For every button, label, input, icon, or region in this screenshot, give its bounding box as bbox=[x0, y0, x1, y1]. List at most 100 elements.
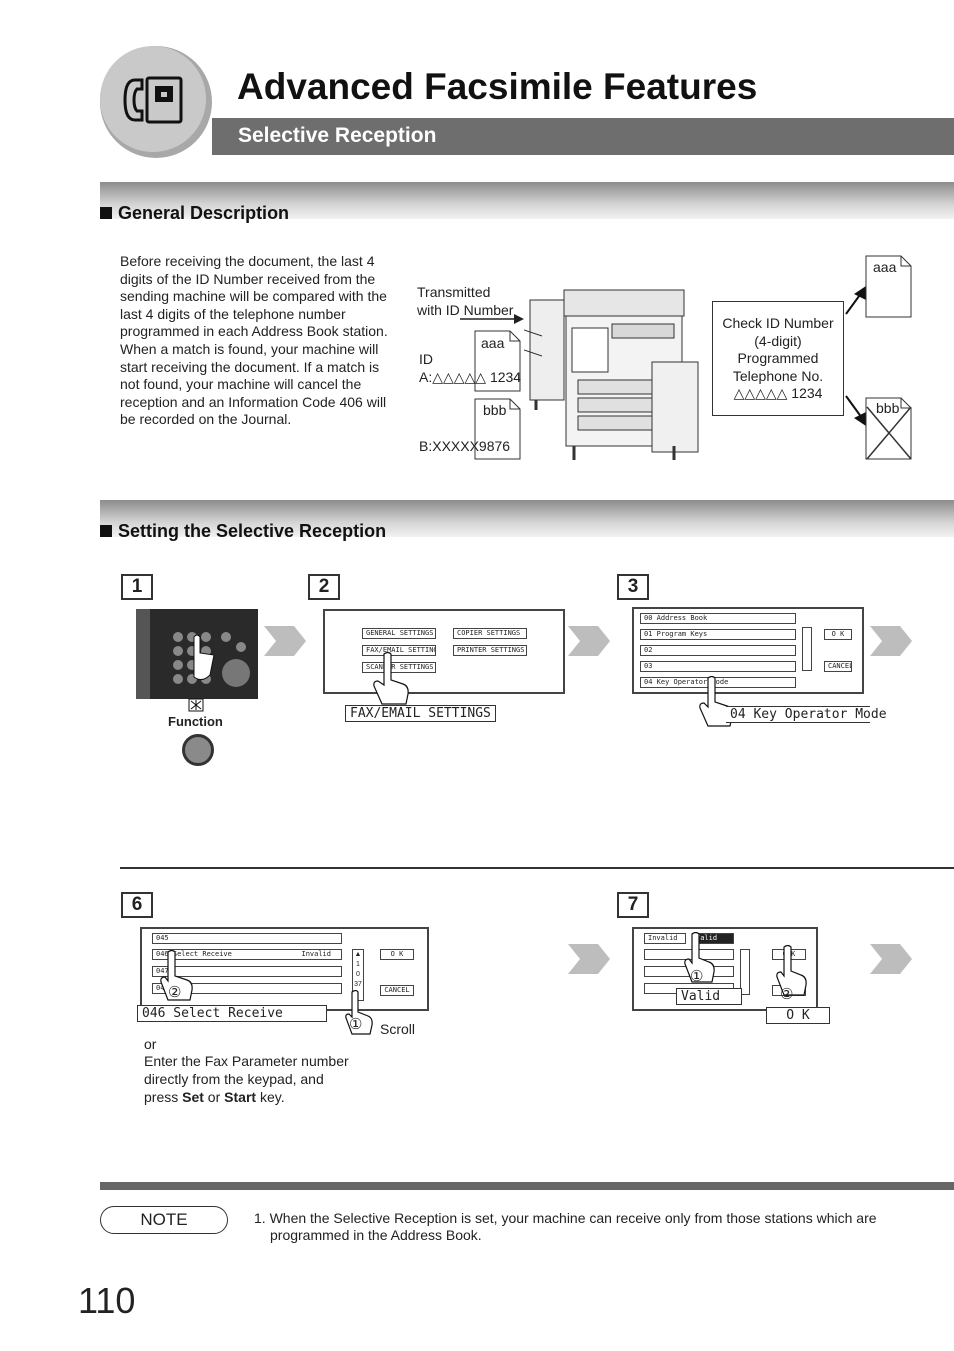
reject-arrow-icon bbox=[845, 395, 866, 426]
rejected-document-label: bbb bbox=[876, 400, 900, 416]
subtitle-bar bbox=[212, 118, 954, 155]
menu-row-2[interactable]: 02 bbox=[640, 645, 796, 656]
step-mark-1: ① bbox=[349, 1016, 363, 1033]
param-row-046-value: Invalid bbox=[301, 950, 331, 958]
key-operator-mode-callout: 04 Key Operator Mode bbox=[726, 706, 887, 723]
ok-button[interactable]: O K bbox=[380, 949, 414, 960]
next-arrow-icon bbox=[568, 944, 610, 974]
note-item-1-line1: 1. When the Selective Reception is set, … bbox=[254, 1210, 877, 1226]
document-b-label: bbb bbox=[483, 402, 507, 418]
invalid-option[interactable]: Invalid bbox=[644, 933, 686, 944]
note-item-1-line2: programmed in the Address Book. bbox=[270, 1227, 482, 1243]
step-mark-2: ② bbox=[780, 986, 794, 1003]
section-bar-setting bbox=[100, 500, 954, 537]
menu-row-3[interactable]: 03 bbox=[640, 661, 796, 672]
next-arrow-icon bbox=[264, 626, 306, 656]
page-subtitle: Selective Reception bbox=[238, 124, 437, 147]
next-arrow-icon bbox=[568, 626, 610, 656]
step-number-2: 2 bbox=[308, 574, 340, 600]
cancel-button[interactable]: CANCEL bbox=[824, 661, 852, 672]
id-a-value: A:△△△△△ 1234 bbox=[419, 369, 522, 385]
copier-settings-button[interactable]: COPIER SETTINGS bbox=[453, 628, 527, 639]
printer-settings-button[interactable]: PRINTER SETTINGS bbox=[453, 645, 527, 656]
document-b-icon bbox=[474, 398, 521, 460]
id-b-value: B:XXXXX9876 bbox=[419, 438, 511, 454]
step-divider bbox=[120, 867, 954, 869]
scanner-settings-button[interactable]: SCANNER SETTINGS bbox=[362, 662, 436, 673]
section-bar-general bbox=[100, 182, 954, 219]
scroll-bar[interactable] bbox=[740, 949, 750, 995]
step-number-6: 6 bbox=[121, 892, 153, 918]
bullet-square-icon bbox=[100, 207, 112, 219]
param-row-048[interactable]: 048 bbox=[152, 983, 342, 994]
pointing-hand-icon bbox=[373, 652, 409, 705]
pointing-hand-icon bbox=[776, 945, 807, 996]
fax-email-settings-callout: FAX/EMAIL SETTINGS bbox=[345, 705, 496, 722]
param-row-047[interactable]: 047 bbox=[152, 966, 342, 977]
ok-callout: O K bbox=[766, 1007, 830, 1024]
accepted-document-label: aaa bbox=[873, 259, 897, 275]
transmit-arrow-icon bbox=[460, 314, 524, 324]
function-key-label: Function bbox=[168, 714, 223, 729]
check-id-line5: △△△△△ 1234 bbox=[733, 385, 823, 402]
copier-machine-icon bbox=[524, 289, 699, 460]
step-number-1: 1 bbox=[121, 574, 153, 600]
check-id-line2: (4-digit) bbox=[754, 332, 802, 349]
start-key-label: Start bbox=[224, 1089, 257, 1105]
step-number-3: 3 bbox=[617, 574, 649, 600]
cancel-button[interactable]: CANCEL bbox=[380, 985, 414, 996]
param-row-046[interactable]: 046 Select Receive Invalid bbox=[152, 949, 342, 960]
note-text: 1. When the Selective Reception is set, … bbox=[254, 1210, 934, 1244]
menu-row-4[interactable]: 04 Key Operator Mode bbox=[640, 677, 796, 688]
transmitted-label-2: with ID Number bbox=[417, 302, 514, 318]
scroll-bar[interactable] bbox=[802, 627, 812, 671]
function-symbol-icon bbox=[188, 698, 204, 712]
document-a-label: aaa bbox=[481, 335, 505, 351]
scroll-up-icon[interactable]: ▲ bbox=[354, 951, 362, 958]
alt-instruction-1: Enter the Fax Parameter number bbox=[144, 1053, 349, 1069]
check-id-box: Check ID Number (4-digit) Programmed Tel… bbox=[712, 301, 844, 416]
check-id-line1: Check ID Number bbox=[722, 315, 834, 331]
pointing-hand-icon bbox=[684, 932, 715, 983]
menu-row-1[interactable]: 01 Program Keys bbox=[640, 629, 796, 640]
menu-row-0[interactable]: 00 Address Book bbox=[640, 613, 796, 624]
bullet-square-icon bbox=[100, 525, 112, 537]
next-arrow-icon bbox=[870, 626, 912, 656]
function-key-button[interactable] bbox=[182, 734, 214, 766]
ok-button[interactable]: O K bbox=[824, 629, 852, 640]
general-description-text: Before receiving the document, the last … bbox=[120, 253, 388, 428]
page-title: Advanced Facsimile Features bbox=[237, 66, 758, 107]
note-separator-bar bbox=[100, 1182, 954, 1190]
note-label: NOTE bbox=[100, 1206, 228, 1234]
section-heading-general: General Description bbox=[100, 203, 289, 224]
select-receive-callout: 046 Select Receive bbox=[137, 1005, 327, 1022]
page-number-current: 1 bbox=[356, 961, 360, 968]
control-panel-illustration bbox=[136, 609, 258, 699]
param-row-046-label: 046 Select Receive bbox=[156, 950, 232, 958]
fax-parameter-menu-screen: 00 Address Book 01 Program Keys 02 03 04… bbox=[632, 607, 864, 694]
page-number: 110 bbox=[78, 1280, 136, 1321]
page-number-current-2: 0 bbox=[356, 971, 360, 978]
param-row-045[interactable]: 045 bbox=[152, 933, 342, 944]
page-number-total: 37 bbox=[354, 981, 362, 988]
alt-instruction-3: press Set or Start key. bbox=[144, 1089, 285, 1105]
settings-screen: GENERAL SETTINGS COPIER SETTINGS FAX/EMA… bbox=[323, 609, 565, 694]
alt-instruction-2: directly from the keypad, and bbox=[144, 1071, 324, 1087]
transmitted-label-1: Transmitted bbox=[417, 284, 491, 300]
fax-email-settings-button[interactable]: FAX/EMAIL SETTINGS bbox=[362, 645, 436, 656]
fax-phone-icon bbox=[100, 46, 206, 152]
check-id-line4: Telephone No. bbox=[732, 367, 824, 384]
or-label: or bbox=[144, 1036, 157, 1052]
step-number-7: 7 bbox=[617, 892, 649, 918]
step-mark-1: ① bbox=[690, 968, 704, 985]
set-key-label: Set bbox=[182, 1089, 204, 1105]
accept-arrow-icon bbox=[845, 286, 866, 315]
general-settings-button[interactable]: GENERAL SETTINGS bbox=[362, 628, 436, 639]
document-a-icon bbox=[474, 330, 521, 392]
step-mark-2: ② bbox=[168, 984, 182, 1001]
id-label: ID bbox=[419, 351, 433, 367]
pointing-hand-icon bbox=[160, 950, 193, 1001]
scroll-label: Scroll bbox=[380, 1021, 416, 1037]
accepted-document-icon bbox=[865, 255, 912, 318]
next-arrow-icon bbox=[870, 944, 912, 974]
